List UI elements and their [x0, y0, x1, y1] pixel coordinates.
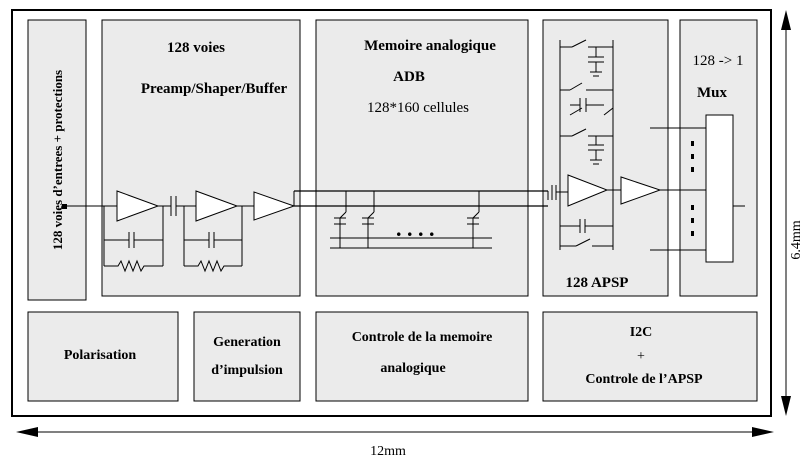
wire: [184, 259, 242, 273]
generation-line2: d’impulsion: [211, 363, 283, 378]
memory-control-line2: analogique: [380, 361, 445, 376]
input-protection-block: [27, 19, 87, 301]
preamp-block: [101, 19, 301, 297]
apsp-feedback-cap: [560, 219, 613, 233]
apsp-switch-cap: [560, 128, 613, 165]
width-arrow-left: [16, 427, 38, 437]
preamp-subtitle: Preamp/Shaper/Buffer: [141, 81, 288, 97]
shaper-triangle: [195, 190, 239, 222]
mux-selector: [705, 114, 734, 263]
mux-label: Mux: [697, 85, 728, 101]
apsp-switch-cap: [560, 39, 613, 77]
i2c-control-block: [542, 311, 758, 402]
generation-line1: Generation: [213, 335, 281, 350]
memory-cell: [334, 211, 347, 248]
height-arrow-bottom: [781, 396, 791, 416]
apsp-switch-cap: [560, 82, 614, 116]
polarisation-block: [27, 311, 179, 402]
height-label: 6.4mm: [789, 220, 804, 259]
apsp-block: [542, 19, 669, 297]
memory-cells: 128*160 cellules: [367, 100, 469, 116]
width-label: 12mm: [370, 444, 406, 459]
apsp-buffer-triangle: [620, 176, 662, 205]
memory-cell: [467, 211, 480, 248]
width-arrow-right: [752, 427, 774, 437]
preamp-triangle: [116, 190, 160, 222]
i2c-line3: Controle de l’APSP: [585, 372, 703, 387]
i2c-line1: I2C: [630, 325, 653, 340]
mux-dots: [691, 141, 694, 236]
polarisation-label: Polarisation: [64, 348, 137, 363]
apsp-label: 128 APSP: [566, 275, 629, 291]
generation-impulsion-block: [193, 311, 301, 402]
analog-memory-block: [315, 19, 529, 297]
memory-cells-ellipsis: . . . .: [396, 216, 435, 241]
memory-title: Memoire analogique: [364, 38, 496, 54]
memory-control-line1: Controle de la memoire: [352, 330, 493, 345]
mux-ratio: 128 -> 1: [693, 53, 744, 69]
i2c-line2: +: [637, 349, 645, 364]
apsp-feedback-switch: [560, 238, 613, 247]
preamp-title: 128 voies: [167, 40, 225, 56]
apsp-amp-triangle: [567, 174, 609, 207]
memory-cell: [362, 211, 375, 248]
input-pad: [62, 204, 67, 209]
wire: [104, 259, 163, 273]
memory-control-block: [315, 311, 529, 402]
memory-subtitle: ADB: [393, 69, 425, 85]
height-arrow-top: [781, 10, 791, 30]
input-protection-label: 128 voies d’entrees + protections: [50, 70, 65, 250]
buffer-triangle: [253, 191, 296, 221]
